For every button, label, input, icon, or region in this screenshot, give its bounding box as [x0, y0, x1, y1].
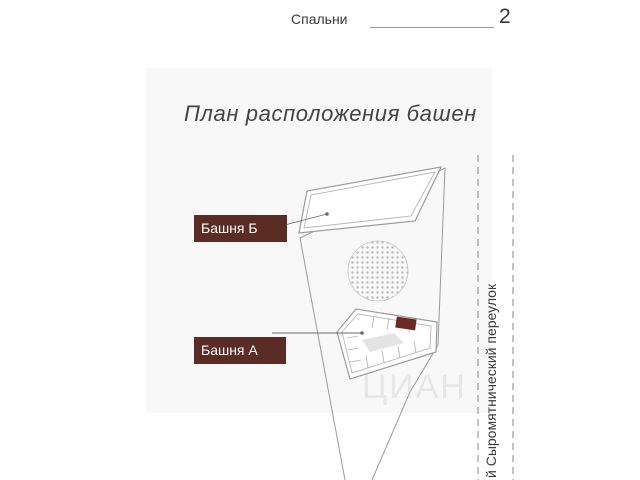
- bedrooms-label: Спальни: [291, 11, 348, 27]
- tower-b-inner-outline: [303, 171, 436, 229]
- tower-b-label: Башня Б: [194, 215, 287, 242]
- tower-b-pin: [325, 212, 329, 216]
- round-courtyard: [347, 240, 409, 302]
- selected-apartment-marker: [395, 316, 417, 331]
- tower-a-label: Башня А: [194, 337, 286, 364]
- tower-a-pin: [360, 331, 364, 335]
- bedrooms-row: Спальни 2: [291, 4, 521, 32]
- bedrooms-value: 2: [499, 5, 511, 28]
- tower-a-core: [362, 333, 404, 352]
- tower-a-inner-outline: [341, 313, 432, 374]
- bedrooms-leader-line: [370, 27, 494, 28]
- tower-a-units: [346, 315, 417, 369]
- watermark-logo: ЦИАН: [362, 368, 467, 406]
- plan-title: План расположения башен: [184, 101, 477, 126]
- street-name-label: й Сыромятнический переулок: [483, 283, 499, 478]
